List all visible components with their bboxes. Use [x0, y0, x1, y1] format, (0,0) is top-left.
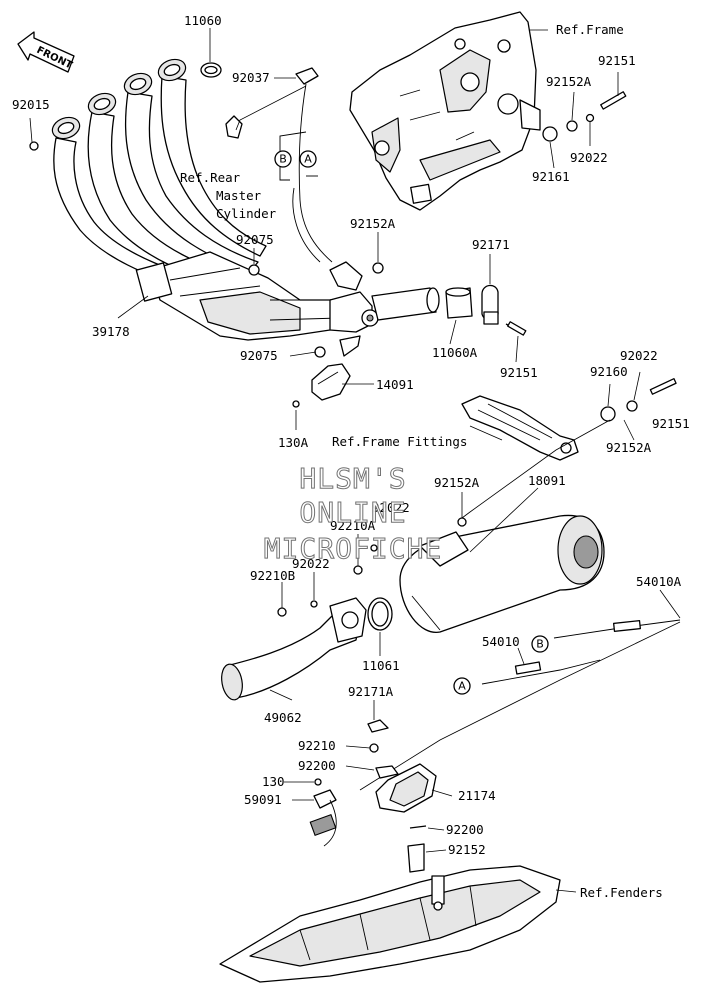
part-label-21174: 21174: [458, 788, 496, 803]
leader-lines: [29, 28, 681, 893]
part-label-130: 130: [262, 774, 285, 789]
watermark-line1: HLSM'S: [299, 462, 406, 495]
ref-rear-master-line3: Cylinder: [216, 206, 277, 221]
part-label-14091: 14091: [376, 377, 414, 392]
part-label-130a: 130A: [278, 435, 309, 450]
watermark: HLSM'S ONLINE MICROFICHE: [263, 462, 443, 566]
control-cables-lower: [359, 619, 681, 791]
ref-frame-label: Ref.Frame: [556, 22, 624, 37]
part-label-92160: 92160: [590, 364, 628, 379]
part-label-11060a: 11060A: [432, 345, 478, 360]
silencer-18091: [353, 514, 605, 633]
part-label-92022-muffler: 92022: [372, 500, 410, 515]
circle-b-upper: B: [279, 153, 287, 166]
part-label-92152a-low: 92152A: [434, 475, 480, 490]
part-label-54010a: 54010A: [636, 574, 682, 589]
part-label-92015: 92015: [12, 97, 50, 112]
part-label-92022-mid: 92022: [620, 348, 658, 363]
exhaust-header-pipes: [51, 58, 440, 357]
part-label-92151-mid: 92151: [500, 365, 538, 380]
part-label-92200-top: 92200: [298, 758, 336, 773]
part-label-39178: 39178: [92, 324, 130, 339]
part-label-92022-top: 92022: [570, 150, 608, 165]
part-label-54010: 54010: [482, 634, 520, 649]
ref-rear-master-line2: Master: [216, 188, 262, 203]
part-label-92171a: 92171A: [348, 684, 394, 699]
control-cables-upper: [279, 83, 333, 263]
front-direction-arrow: FRONT: [17, 31, 75, 73]
heat-shield-14091: [292, 363, 351, 408]
circle-a-lower: A: [458, 680, 466, 693]
part-number-labels: 11060 92037 92015 Ref.Frame 92151 92152A…: [12, 13, 690, 900]
part-label-92171: 92171: [472, 237, 510, 252]
circle-callouts: B A B A: [274, 150, 549, 695]
part-label-92161: 92161: [532, 169, 570, 184]
part-label-92022-low: 92022: [292, 556, 330, 571]
watermark-line2: ONLINE: [299, 496, 406, 529]
part-label-92037: 92037: [232, 70, 270, 85]
part-label-18091: 18091: [528, 473, 566, 488]
upper-hardware: [29, 62, 627, 358]
fender-undertray: [219, 865, 561, 983]
part-label-92152: 92152: [448, 842, 486, 857]
part-label-92152a-right: 92152A: [606, 440, 652, 455]
part-label-92152a-top: 92152A: [546, 74, 592, 89]
part-label-92075-top: 92075: [236, 232, 274, 247]
watermark-line3: MICROFICHE: [264, 532, 443, 565]
ref-rear-master-line1: Ref.Rear: [180, 170, 241, 185]
part-label-92151-right: 92151: [652, 416, 690, 431]
link-pipe-49062: [221, 544, 393, 701]
part-label-49062: 49062: [264, 710, 302, 725]
circle-a-upper: A: [304, 153, 312, 166]
part-label-92200-low: 92200: [446, 822, 484, 837]
part-label-59091: 59091: [244, 792, 282, 807]
ref-frame-fittings-label: Ref.Frame Fittings: [332, 434, 467, 449]
part-label-92210a: 92210A: [330, 518, 376, 533]
part-label-92210: 92210: [298, 738, 336, 753]
part-label-92152a-mid: 92152A: [350, 216, 396, 231]
part-label-92210b: 92210B: [250, 568, 295, 583]
frame-reference-drawing: [349, 11, 541, 211]
clamp-and-gasket-upper: [445, 284, 527, 336]
ref-fenders-label: Ref.Fenders: [580, 885, 663, 900]
part-label-11060: 11060: [184, 13, 222, 28]
exhaust-valve-actuator-21174: [309, 719, 437, 873]
circle-b-lower: B: [536, 638, 544, 651]
part-label-92075-low: 92075: [240, 348, 278, 363]
part-label-92151-top: 92151: [598, 53, 636, 68]
part-label-11061: 11061: [362, 658, 400, 673]
